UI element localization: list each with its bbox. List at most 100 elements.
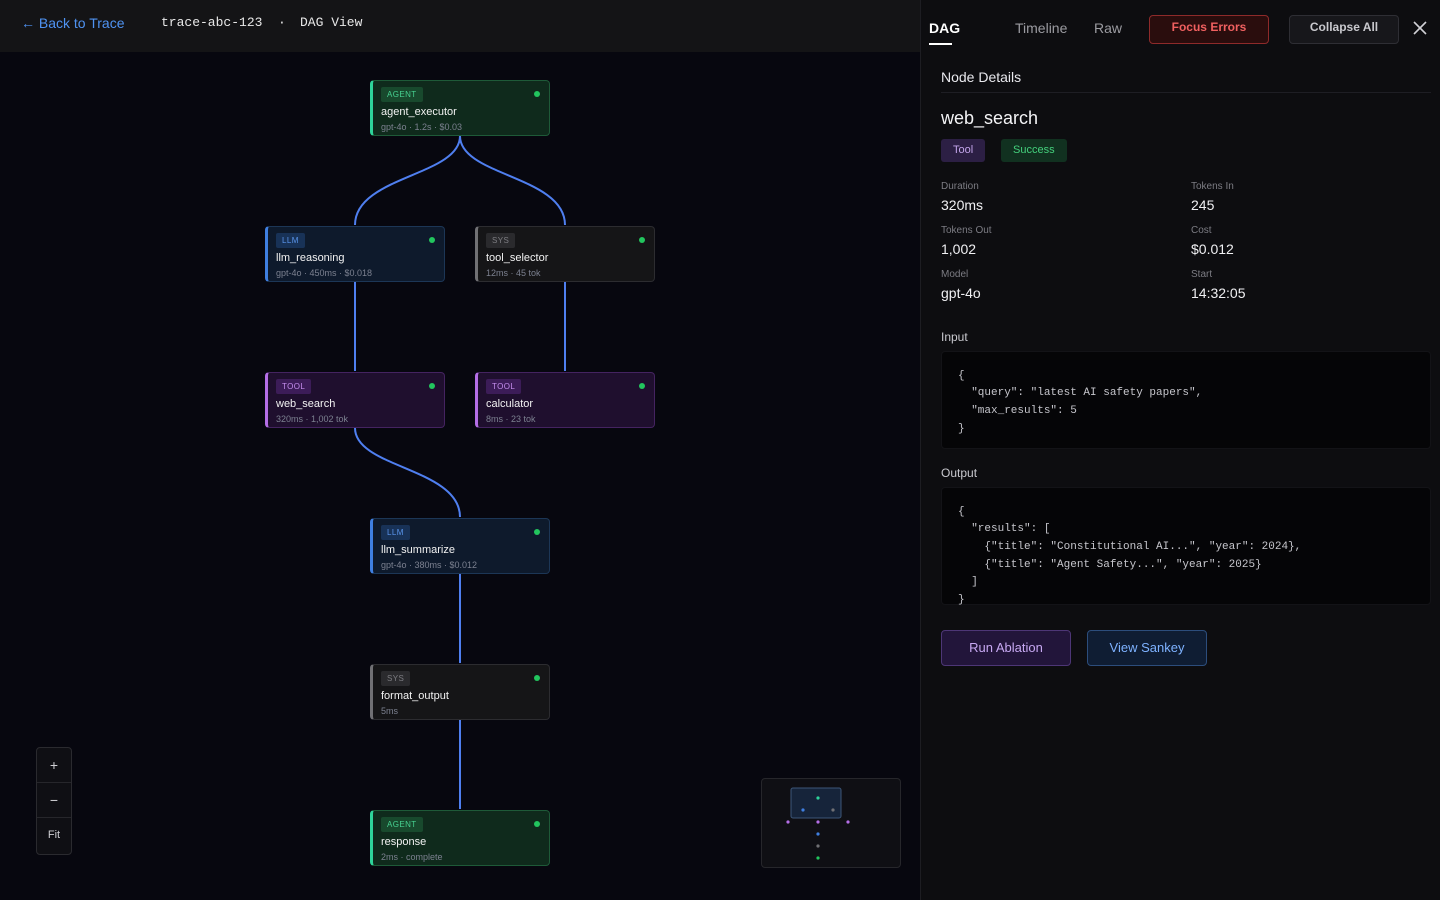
- node-name: llm_reasoning: [276, 252, 344, 264]
- node-type-badge: AGENT: [381, 87, 423, 102]
- node-meta: 320ms · 1,002 tok: [276, 414, 348, 424]
- dag-node-web-search[interactable]: TOOL web_search 320ms · 1,002 tok: [265, 372, 445, 428]
- status-dot-icon: [534, 91, 540, 97]
- dag-edges: [0, 52, 920, 900]
- tab-dag[interactable]: DAG: [929, 20, 960, 36]
- minimap-node: [816, 844, 819, 847]
- status-dot-icon: [639, 383, 645, 389]
- duration-value: 320ms: [941, 197, 983, 213]
- dag-node-agent-executor[interactable]: AGENT agent_executor gpt-4o · 1.2s · $0.…: [370, 80, 550, 136]
- status-dot-icon: [429, 237, 435, 243]
- tab-timeline[interactable]: Timeline: [1015, 20, 1067, 36]
- dag-node-calculator[interactable]: TOOL calculator 8ms · 23 tok: [475, 372, 655, 428]
- edge-agent-executor-llm-reasoning: [355, 136, 460, 225]
- tokens-out-value: 1,002: [941, 241, 976, 257]
- node-name: llm_summarize: [381, 544, 455, 556]
- code-line: }: [958, 423, 965, 435]
- code-line: "max_results": 5: [958, 405, 1077, 417]
- node-type-badge: TOOL: [486, 379, 521, 394]
- code-line: "query": "latest AI safety papers",: [958, 387, 1202, 399]
- code-line: ]: [958, 576, 978, 588]
- selected-node-title: web_search: [941, 108, 1038, 129]
- status-dot-icon: [429, 383, 435, 389]
- zoom-in-button[interactable]: +: [37, 748, 71, 783]
- node-meta: gpt-4o · 1.2s · $0.03: [381, 122, 462, 132]
- node-type-badge: TOOL: [276, 379, 311, 394]
- node-name: format_output: [381, 690, 449, 702]
- node-name: tool_selector: [486, 252, 548, 264]
- start-label: Start: [1191, 269, 1212, 280]
- code-line: "results": [: [958, 523, 1050, 535]
- status-badge: Success: [1001, 139, 1067, 162]
- status-dot-icon: [534, 821, 540, 827]
- node-details-panel: DAG Timeline Raw Focus Errors Collapse A…: [920, 0, 1440, 900]
- dag-node-llm-reasoning[interactable]: LLM llm_reasoning gpt-4o · 450ms · $0.01…: [265, 226, 445, 282]
- node-meta: gpt-4o · 450ms · $0.018: [276, 268, 372, 278]
- code-line: {: [958, 370, 965, 382]
- dag-node-format-output[interactable]: SYS format_output 5ms: [370, 664, 550, 720]
- fit-view-button[interactable]: Fit: [37, 818, 71, 853]
- code-line: {"title": "Agent Safety...", "year": 202…: [958, 559, 1262, 571]
- node-meta: 5ms: [381, 706, 398, 716]
- node-meta: gpt-4o · 380ms · $0.012: [381, 560, 477, 570]
- tokens-out-label: Tokens Out: [941, 225, 992, 236]
- input-code-block[interactable]: { "query": "latest AI safety papers", "m…: [941, 351, 1431, 449]
- cost-label: Cost: [1191, 225, 1212, 236]
- edge-web-search-llm-summarize: [355, 428, 460, 517]
- code-line: {"title": "Constitutional AI...", "year"…: [958, 541, 1301, 553]
- active-tab-indicator: [929, 43, 952, 45]
- cost-value: $0.012: [1191, 241, 1234, 257]
- divider: [941, 92, 1431, 93]
- node-type-badge: SYS: [486, 233, 515, 248]
- code-line: {: [958, 506, 965, 518]
- minimap-graph: [762, 779, 902, 869]
- node-meta: 12ms · 45 tok: [486, 268, 541, 278]
- type-tag-badge: Tool: [941, 139, 985, 162]
- node-name: response: [381, 836, 426, 848]
- minimap-viewport: [791, 788, 841, 818]
- output-code-block[interactable]: { "results": [ {"title": "Constitutional…: [941, 487, 1431, 605]
- section-title: Node Details: [941, 69, 1021, 85]
- minimap-node: [801, 808, 804, 811]
- focus-errors-button[interactable]: Focus Errors: [1149, 15, 1269, 44]
- close-icon[interactable]: [1411, 19, 1429, 37]
- tokens-in-label: Tokens In: [1191, 181, 1234, 192]
- view-sankey-button[interactable]: View Sankey: [1087, 630, 1207, 666]
- edge-agent-executor-tool-selector: [460, 136, 565, 225]
- tokens-in-value: 245: [1191, 197, 1214, 213]
- trace-id: trace-abc-123: [161, 15, 262, 30]
- node-name: web_search: [276, 398, 335, 410]
- run-ablation-button[interactable]: Run Ablation: [941, 630, 1071, 666]
- collapse-all-button[interactable]: Collapse All: [1289, 15, 1399, 44]
- node-meta: 2ms · complete: [381, 852, 443, 862]
- node-type-badge: AGENT: [381, 817, 423, 832]
- minimap-node: [846, 820, 849, 823]
- status-dot-icon: [534, 529, 540, 535]
- minimap[interactable]: [761, 778, 901, 868]
- dag-node-response[interactable]: AGENT response 2ms · complete: [370, 810, 550, 866]
- zoom-out-button[interactable]: −: [37, 783, 71, 818]
- minimap-node: [831, 808, 834, 811]
- dag-node-llm-summarize[interactable]: LLM llm_summarize gpt-4o · 380ms · $0.01…: [370, 518, 550, 574]
- minimap-node: [816, 820, 819, 823]
- top-bar: ← Back to Trace trace-abc-123 · DAG View: [0, 0, 920, 52]
- back-to-trace-link[interactable]: ← Back to Trace: [21, 15, 124, 31]
- status-dot-icon: [534, 675, 540, 681]
- node-type-badge: LLM: [381, 525, 410, 540]
- node-type-badge: SYS: [381, 671, 410, 686]
- node-type-badge: LLM: [276, 233, 305, 248]
- code-line: }: [958, 594, 965, 606]
- minimap-node: [816, 856, 819, 859]
- node-meta: 8ms · 23 tok: [486, 414, 536, 424]
- duration-label: Duration: [941, 181, 979, 192]
- model-value: gpt-4o: [941, 285, 981, 301]
- view-name: DAG View: [300, 15, 362, 30]
- zoom-controls: + − Fit: [36, 747, 72, 855]
- tab-raw[interactable]: Raw: [1094, 20, 1122, 36]
- breadcrumb-separator: ·: [278, 15, 286, 30]
- minimap-node: [816, 832, 819, 835]
- dag-canvas[interactable]: AGENT agent_executor gpt-4o · 1.2s · $0.…: [0, 52, 920, 900]
- node-name: agent_executor: [381, 106, 457, 118]
- dag-node-tool-selector[interactable]: SYS tool_selector 12ms · 45 tok: [475, 226, 655, 282]
- node-name: calculator: [486, 398, 533, 410]
